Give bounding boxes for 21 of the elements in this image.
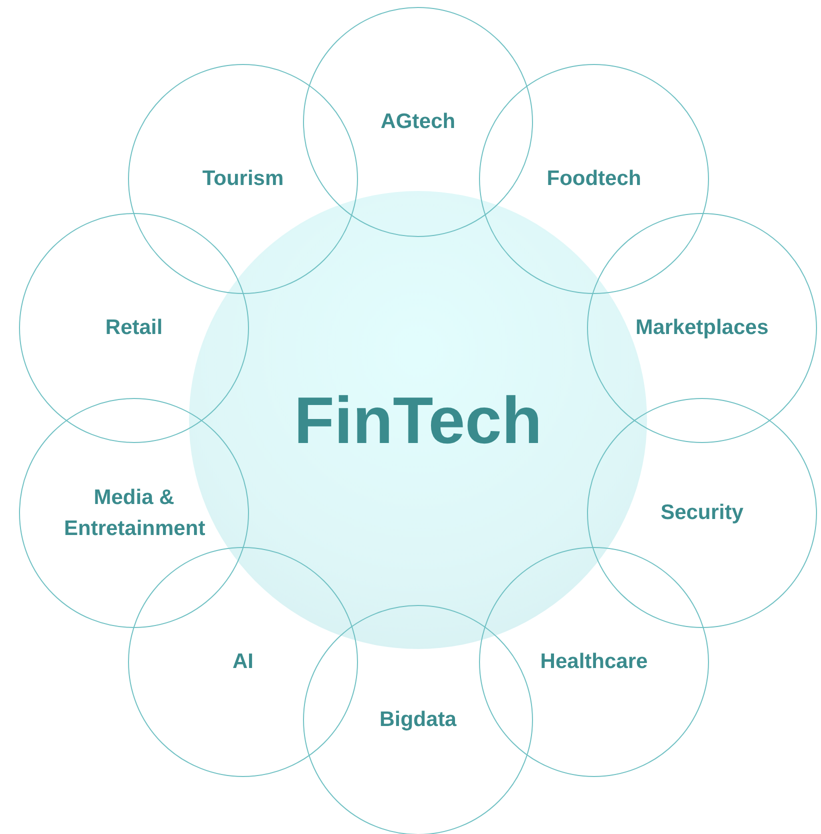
central-title: FinTech — [294, 382, 542, 458]
topic-circle — [479, 547, 709, 777]
topic-label: AGtech — [380, 109, 456, 136]
topic-circle — [19, 213, 249, 443]
topic-label: Bigdata — [378, 707, 458, 734]
topic-label: Foodtech — [546, 166, 642, 192]
topic-circle — [303, 605, 533, 834]
topic-circle — [303, 7, 533, 237]
topic-circle — [587, 398, 817, 628]
topic-label: Media & Entretainment — [64, 484, 204, 542]
topic-label: AI — [232, 649, 254, 676]
topic-circle — [128, 64, 358, 294]
topic-circle — [479, 64, 709, 294]
topic-circle — [128, 547, 358, 777]
topic-circle — [19, 398, 249, 628]
topic-label: Tourism — [201, 166, 285, 192]
topic-label: Marketplaces — [634, 315, 770, 342]
topic-circle — [587, 213, 817, 443]
topic-label: Retail — [104, 315, 164, 342]
topic-label: Security — [660, 500, 744, 526]
topic-label: Healthcare — [539, 649, 649, 676]
